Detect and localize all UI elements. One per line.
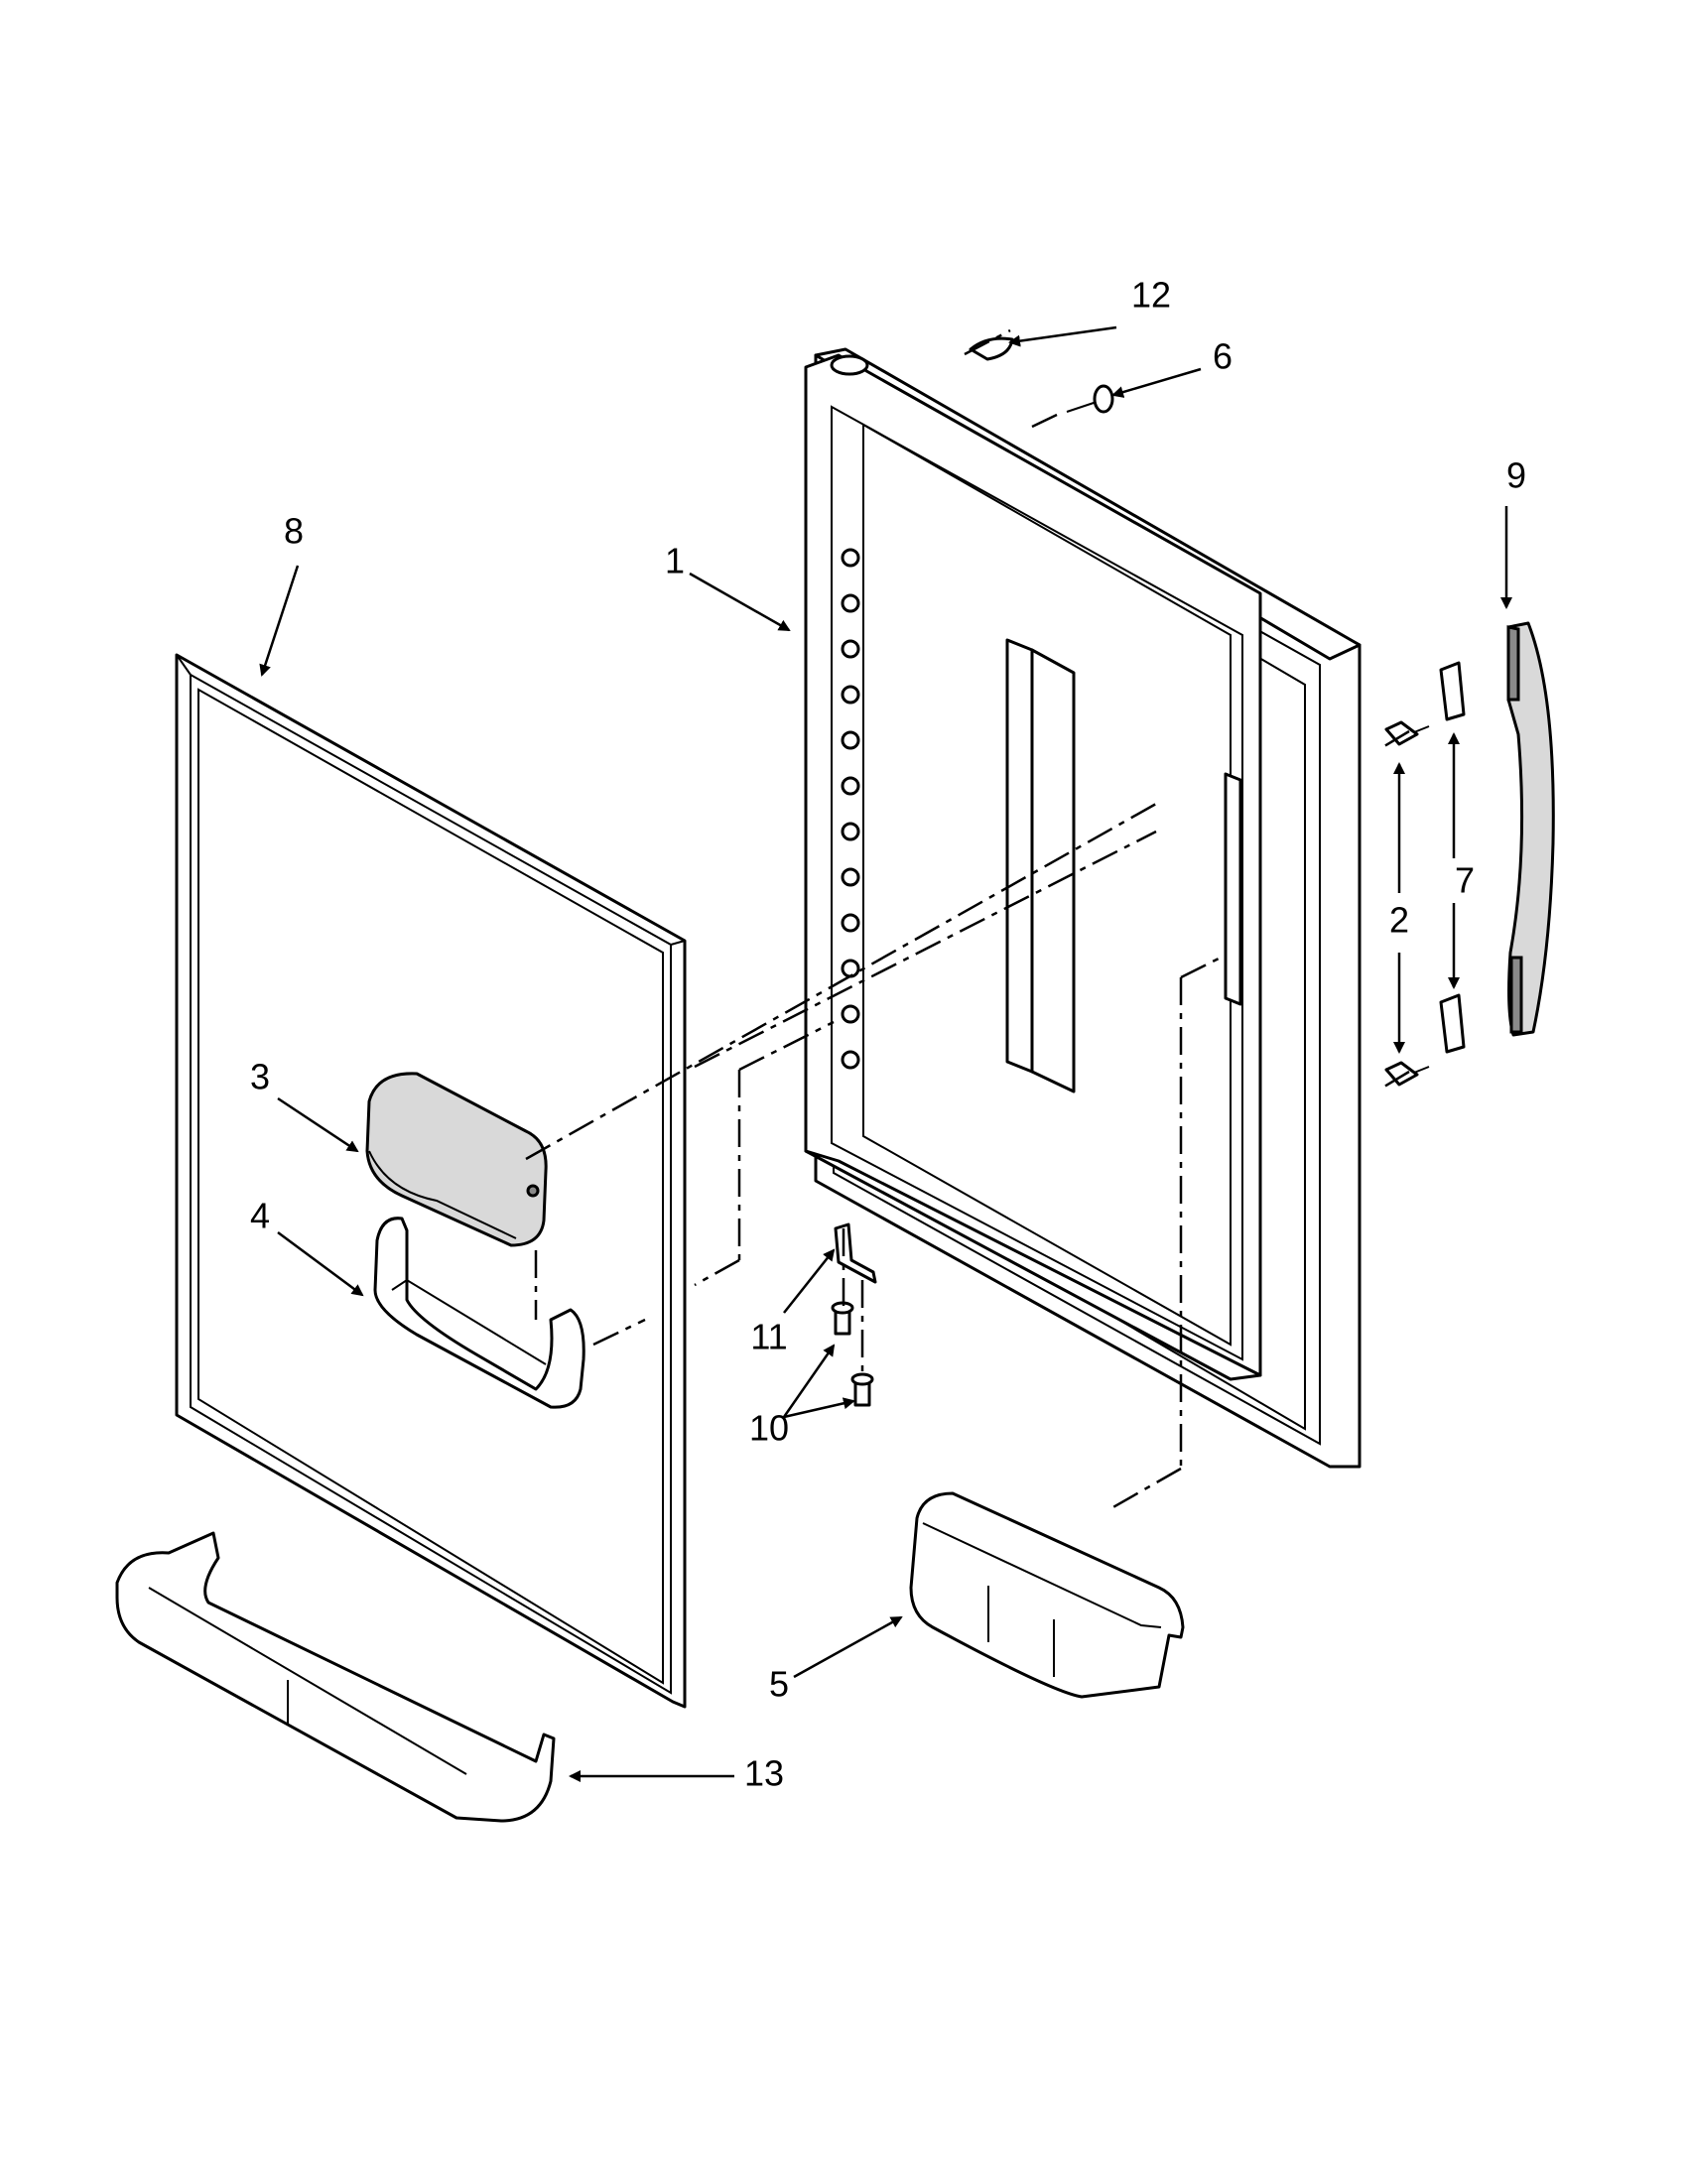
leader-arrows	[259, 325, 1512, 1782]
lower-door-bin-part	[115, 1531, 556, 1823]
door-frame-part	[804, 347, 1362, 1469]
screw-6-part	[1066, 384, 1114, 414]
bin-cover-part	[365, 1072, 548, 1247]
shelf-clips	[841, 548, 860, 1070]
bracket-11-part	[834, 1222, 877, 1284]
callout-2: 2	[1389, 900, 1409, 941]
callout-3: 3	[250, 1057, 270, 1097]
callout-10: 10	[749, 1408, 789, 1449]
assembly-lines	[525, 328, 1410, 1510]
callout-6: 6	[1213, 336, 1233, 377]
callout-13: 13	[744, 1753, 784, 1794]
callout-12: 12	[1131, 275, 1171, 316]
dairy-bin-part	[373, 1217, 585, 1409]
callout-labels: 1 2 3 4 5 6 7 8 9 10 11 12 13	[250, 275, 1526, 1794]
callout-4: 4	[250, 1196, 270, 1236]
screws-10-part	[831, 1301, 874, 1407]
handle-clips-part	[1439, 661, 1466, 1054]
callout-8: 8	[284, 511, 304, 552]
callout-9: 9	[1506, 455, 1526, 496]
door-handle-part	[1506, 621, 1555, 1037]
door-bin-part	[909, 1491, 1185, 1699]
callout-1: 1	[665, 541, 685, 581]
callout-11: 11	[750, 1317, 787, 1357]
callout-7: 7	[1455, 860, 1475, 901]
callout-5: 5	[769, 1664, 789, 1705]
